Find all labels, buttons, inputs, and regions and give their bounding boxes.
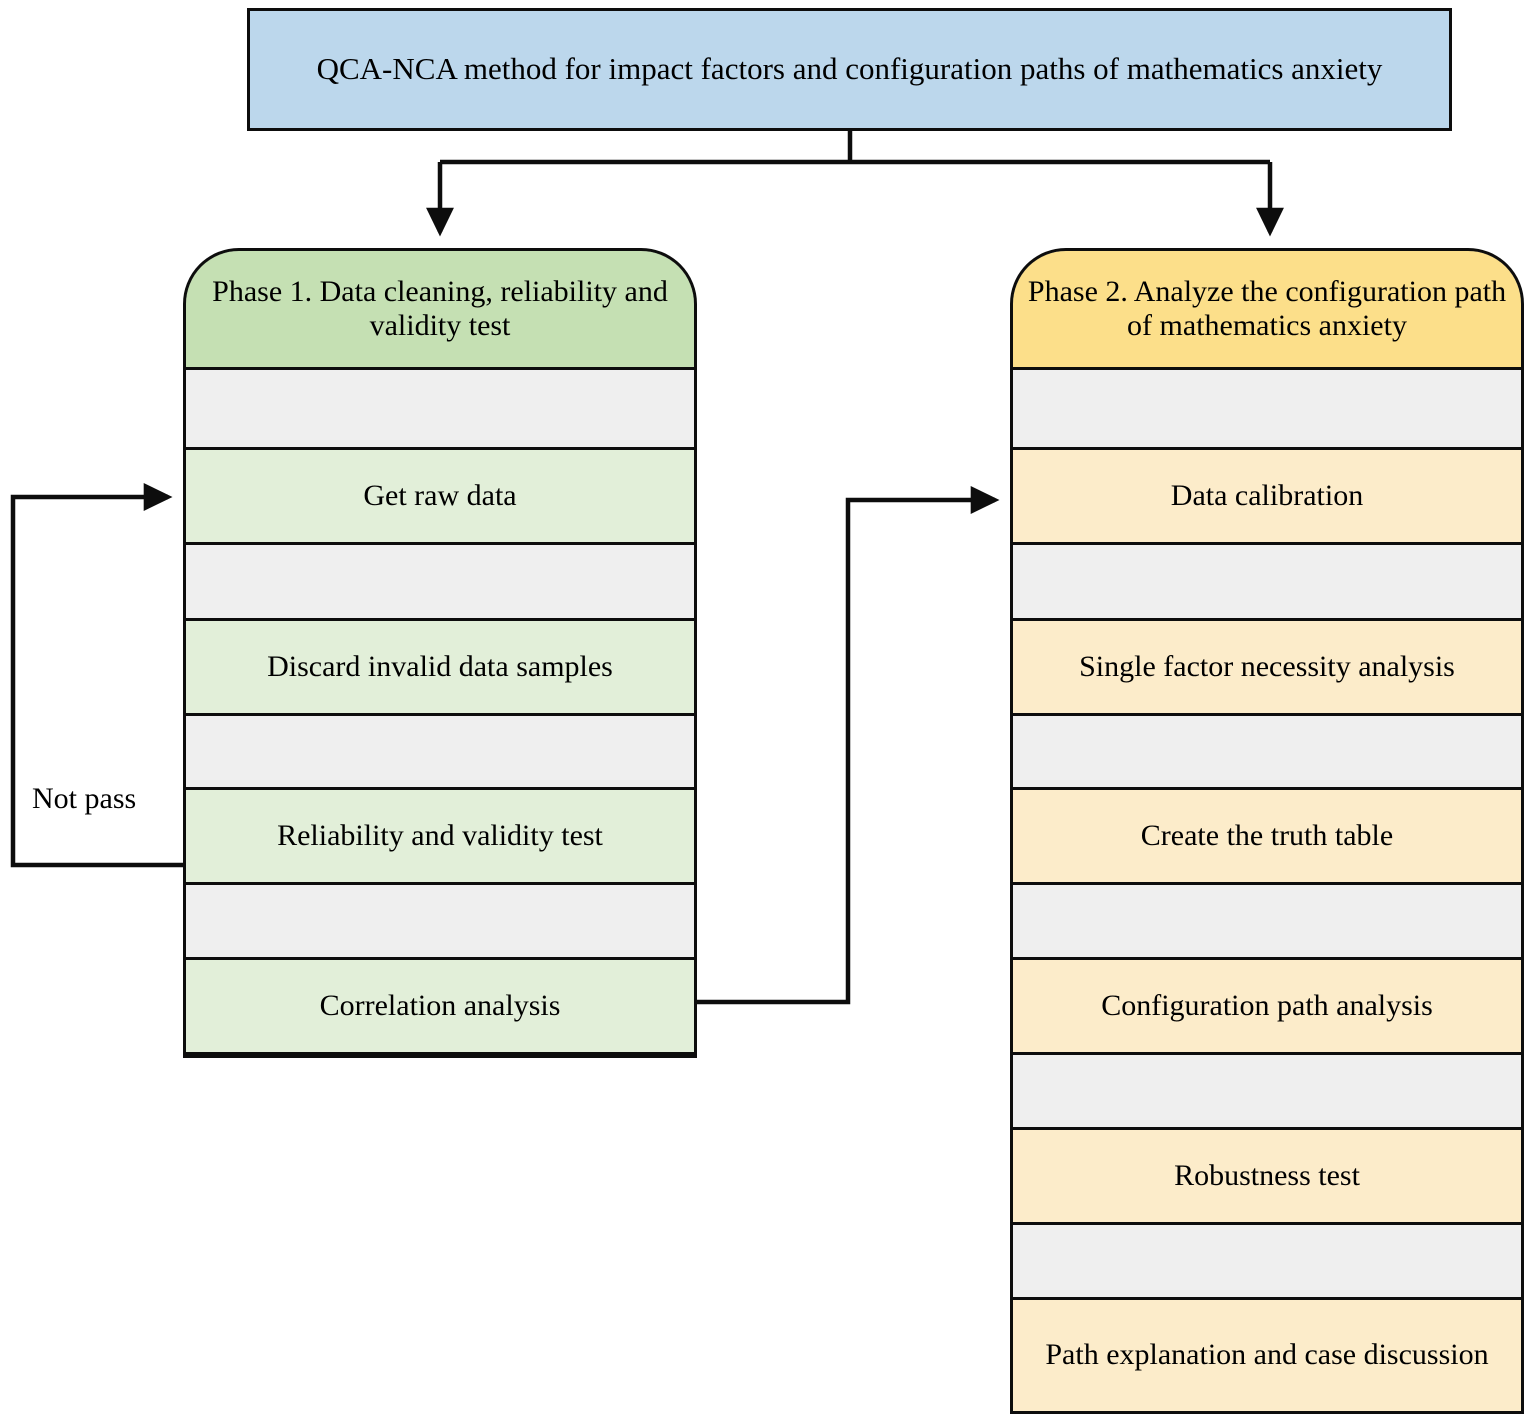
phase-2-step-single-factor-necessity-analysis[interactable]: Single factor necessity analysis (1013, 618, 1521, 716)
phase-1-container: Phase 1. Data cleaning, reliability and … (183, 248, 697, 1058)
phase-2-header-text: Phase 2. Analyze the configuration path … (1027, 274, 1507, 342)
phase-2-step-create-the-truth-table[interactable]: Create the truth table (1013, 787, 1521, 885)
step-label: Correlation analysis (319, 988, 561, 1022)
phase-1-step-correlation-analysis[interactable]: Correlation analysis (186, 957, 694, 1055)
phase-2-step-path-explanation-and-case-discussion[interactable]: Path explanation and case discussion (1013, 1297, 1521, 1411)
step-label: Get raw data (363, 478, 517, 512)
edge-label-not-pass: Not pass (32, 782, 136, 816)
phase-2-step-robustness-test[interactable]: Robustness test (1013, 1127, 1521, 1225)
phase-1-header-text: Phase 1. Data cleaning, reliability and … (212, 274, 668, 342)
phase-1-step-reliability-and-validity-test[interactable]: Reliability and validity test (186, 787, 694, 885)
step-label: Reliability and validity test (277, 818, 603, 852)
phase-1-header: Phase 1. Data cleaning, reliability and … (186, 251, 694, 370)
step-label: Create the truth table (1140, 818, 1394, 852)
phase-2-header: Phase 2. Analyze the configuration path … (1013, 251, 1521, 370)
step-label: Robustness test (1174, 1158, 1360, 1192)
step-label: Discard invalid data samples (267, 649, 613, 683)
diagram-title-box: QCA-NCA method for impact factors and co… (247, 8, 1452, 131)
edge-label-text: Not pass (32, 782, 137, 815)
edge-phase1-to-phase2 (697, 486, 1000, 1005)
phase-2-container: Phase 2. Analyze the configuration path … (1010, 248, 1524, 1414)
phase-1-step-discard-invalid-data-samples[interactable]: Discard invalid data samples (186, 618, 694, 716)
step-label: Single factor necessity analysis (1079, 649, 1455, 683)
diagram-title-text: QCA-NCA method for impact factors and co… (316, 51, 1383, 87)
phase-1-step-get-raw-data[interactable]: Get raw data (186, 447, 694, 545)
step-label: Path explanation and case discussion (1045, 1338, 1489, 1372)
phase-2-step-configuration-path-analysis[interactable]: Configuration path analysis (1013, 957, 1521, 1055)
phase-2-step-data-calibration[interactable]: Data calibration (1013, 447, 1521, 545)
step-label: Configuration path analysis (1101, 988, 1433, 1022)
step-label: Data calibration (1170, 478, 1364, 512)
